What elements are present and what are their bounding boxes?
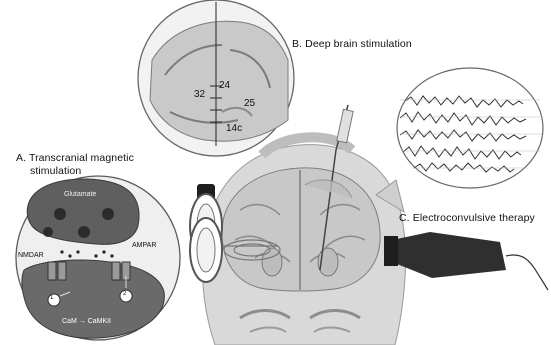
- tms-panel-title-line2: stimulation: [30, 165, 81, 177]
- tms-panel-title-line1: A. Transcranial magnetic: [16, 152, 134, 164]
- nmdar-label: NMDAR: [18, 252, 44, 259]
- ect-panel-title: C. Electroconvulsive therapy: [399, 212, 535, 224]
- eeg-trace-box: [397, 68, 543, 188]
- area-14c-label: 14c: [226, 123, 242, 134]
- cam-camkii-label: CaM → CaMKII: [62, 318, 111, 325]
- area-32-label: 32: [194, 89, 205, 100]
- ect-electrode: [384, 232, 548, 290]
- marker-2-label: 2: [123, 291, 126, 297]
- dbs-inset: [138, 0, 294, 156]
- area-25-label: 25: [244, 98, 255, 109]
- glutamate-label: Glutamate: [64, 191, 96, 198]
- area-24-label: 24: [219, 80, 230, 91]
- ampar-label: AMPAR: [132, 242, 156, 249]
- marker-1-label: 1: [50, 295, 53, 301]
- dbs-panel-title: B. Deep brain stimulation: [292, 38, 412, 50]
